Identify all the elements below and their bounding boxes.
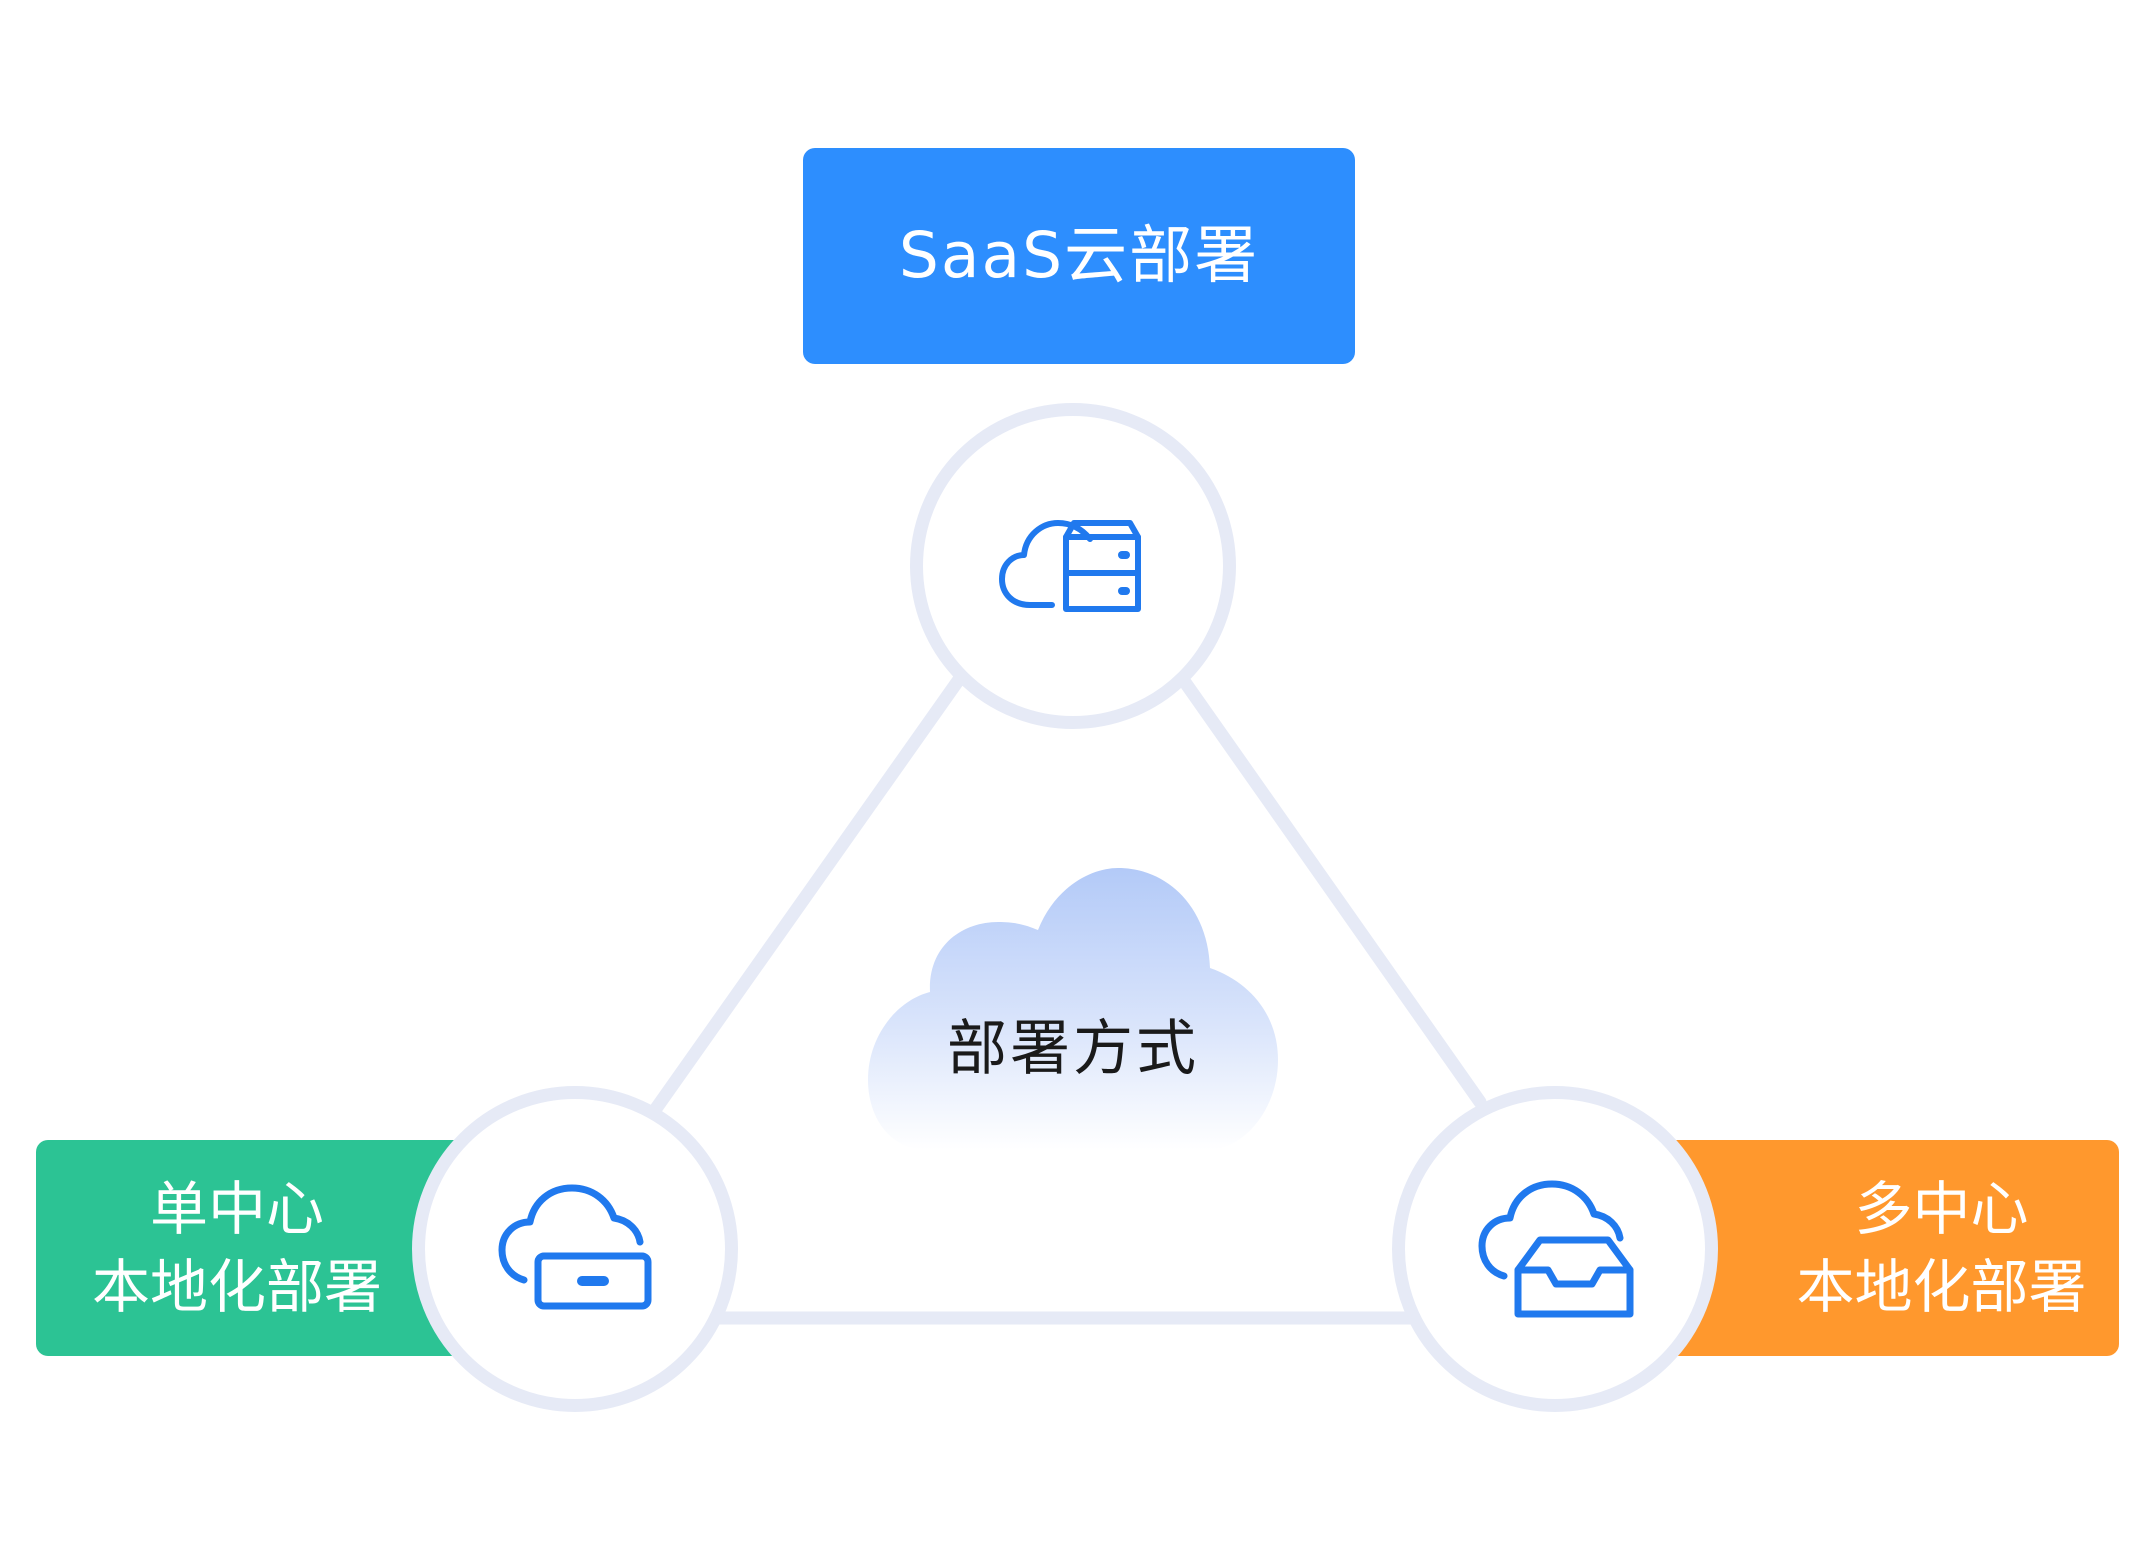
cloud-server-icon <box>999 520 1141 612</box>
single-center-line2: 本地化部署 <box>91 1253 382 1321</box>
cloud-inbox-icon <box>1478 1180 1634 1318</box>
saas-deployment-label: SaaS云部署 <box>803 148 1355 364</box>
single-center-deployment-label: 单中心 本地化部署 <box>36 1140 478 1356</box>
single-center-node <box>412 1086 738 1412</box>
saas-node <box>910 403 1236 729</box>
center-cloud-icon <box>868 868 1278 1150</box>
multi-center-line1: 多中心 <box>1854 1174 2029 1243</box>
multi-center-deployment-label: 多中心 本地化部署 <box>1664 1140 2119 1356</box>
connector-top-left <box>648 671 967 1117</box>
cloud-drive-icon <box>498 1184 652 1310</box>
multi-center-line2: 本地化部署 <box>1796 1253 2087 1321</box>
saas-deployment-text: SaaS云部署 <box>898 219 1260 293</box>
connector-top-right <box>1175 671 1487 1109</box>
center-title: 部署方式 <box>947 1014 1199 1084</box>
multi-center-node <box>1392 1086 1718 1412</box>
single-center-line1: 单中心 <box>149 1174 324 1243</box>
